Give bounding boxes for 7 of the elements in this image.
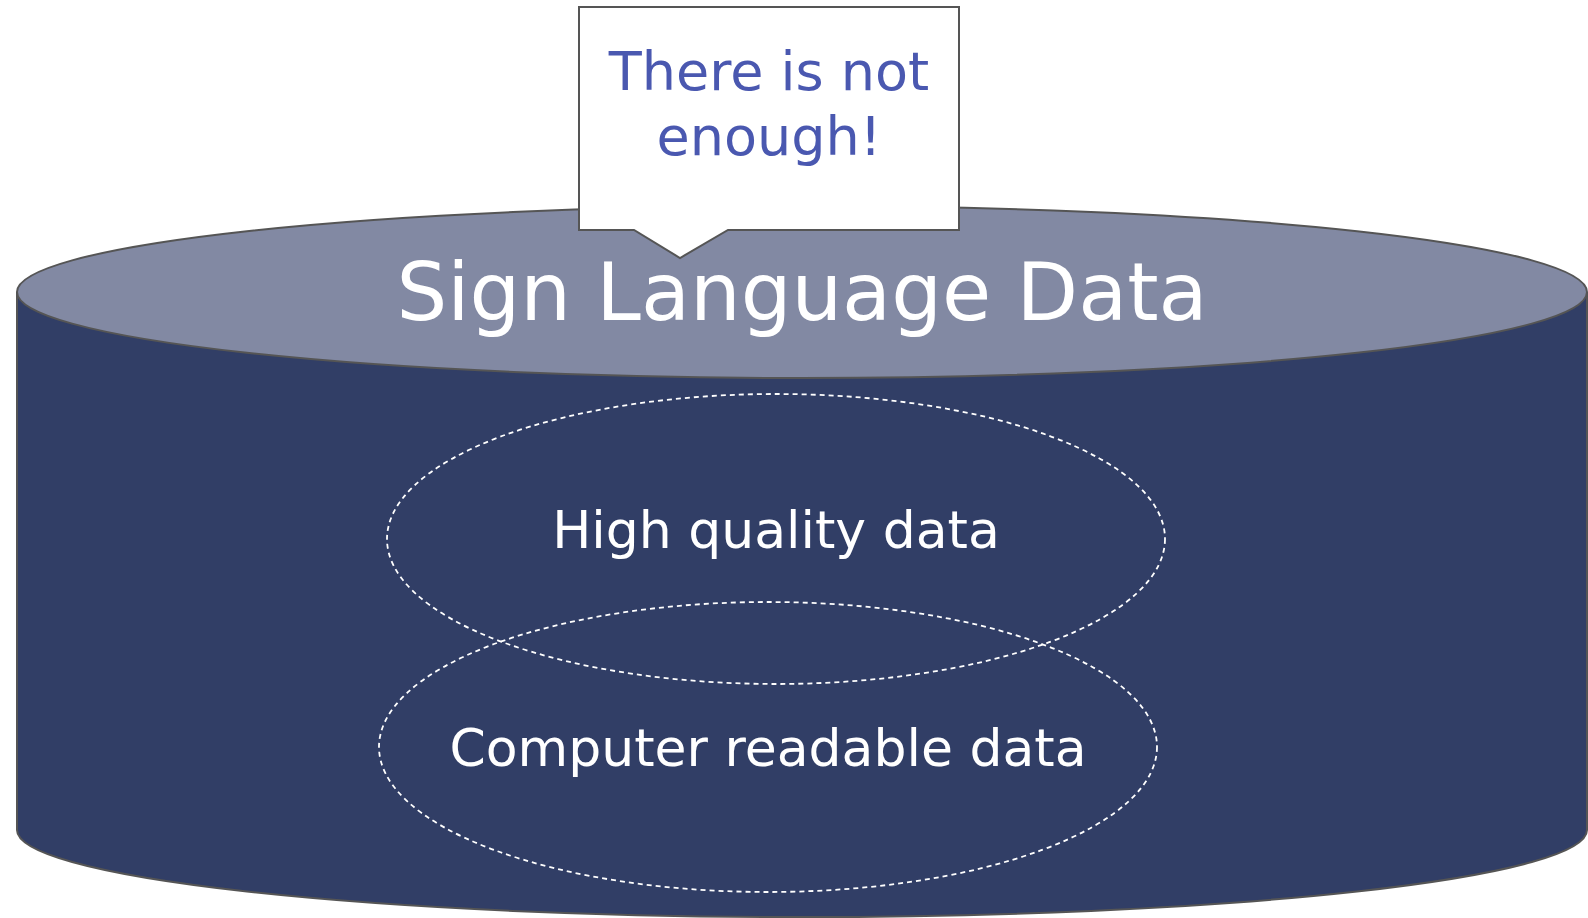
ellipse-label: Computer readable data bbox=[448, 717, 1088, 780]
dashed-ellipse bbox=[386, 393, 1166, 685]
ellipse-label: High quality data bbox=[551, 499, 1001, 562]
database-cylinder bbox=[16, 205, 1588, 917]
dashed-ellipse bbox=[378, 601, 1158, 893]
cylinder-label: Sign Language Data bbox=[395, 245, 1209, 341]
callout-text: There is not enough! bbox=[607, 40, 931, 170]
